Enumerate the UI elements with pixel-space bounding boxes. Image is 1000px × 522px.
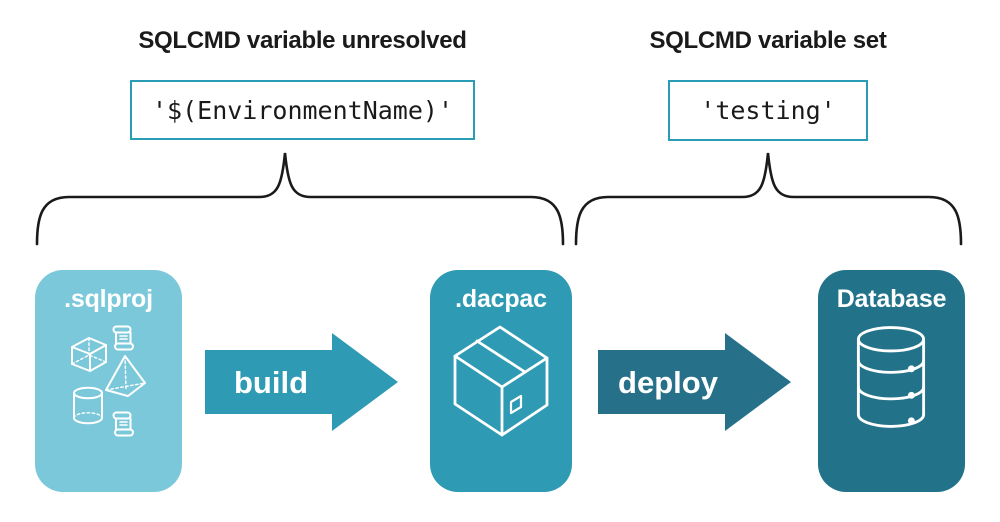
deploy-arrow-label: deploy xyxy=(618,365,719,400)
node-database-label: Database xyxy=(836,285,947,313)
node-dacpac-label: .dacpac xyxy=(455,285,547,313)
code-box-environment-variable: '$(EnvironmentName)' xyxy=(130,80,475,140)
brace-group xyxy=(35,152,963,246)
build-arrow: build xyxy=(205,333,398,431)
code-text-testing-value: 'testing' xyxy=(700,96,836,125)
right-brace-icon xyxy=(574,152,963,246)
node-sqlproj-label: .sqlproj xyxy=(64,285,153,313)
node-dacpac: .dacpac xyxy=(430,270,572,492)
code-text-environment-variable: '$(EnvironmentName)' xyxy=(151,95,454,125)
deploy-arrow: deploy xyxy=(598,333,791,431)
deploy-arrow-shape xyxy=(598,333,791,431)
database-icon xyxy=(856,326,926,428)
heading-sqlcmd-set: SQLCMD variable set xyxy=(649,27,887,54)
heading-sqlcmd-unresolved: SQLCMD variable unresolved xyxy=(138,27,467,54)
sql-objects-icon xyxy=(71,325,146,437)
build-arrow-shape xyxy=(205,333,398,431)
package-icon xyxy=(453,325,549,437)
left-brace-icon xyxy=(35,152,565,246)
code-box-testing-value: 'testing' xyxy=(668,80,868,141)
node-database: Database xyxy=(818,270,965,492)
node-sqlproj: .sqlproj xyxy=(35,270,182,492)
build-arrow-label: build xyxy=(234,365,308,400)
